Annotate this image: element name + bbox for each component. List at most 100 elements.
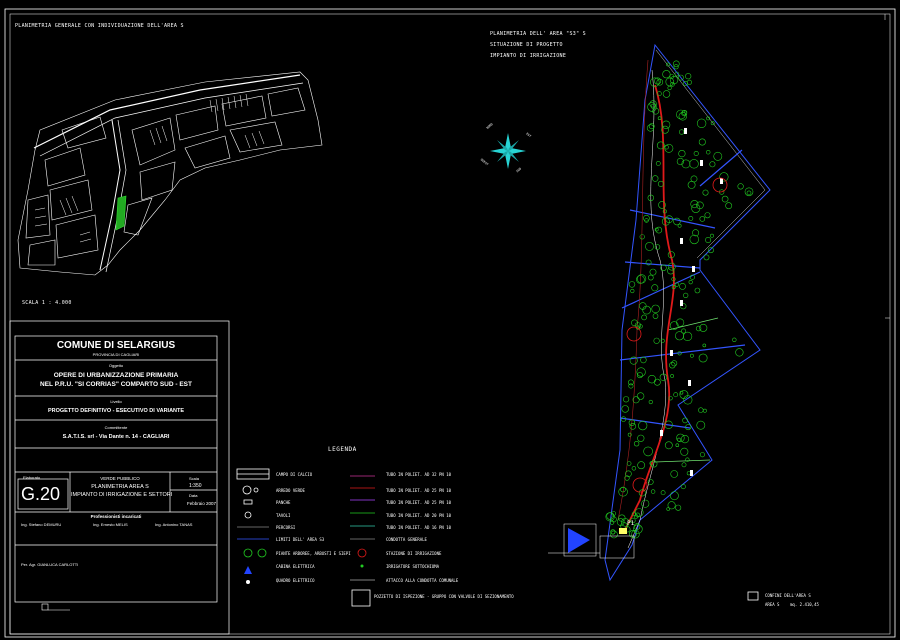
tree-93 [651, 284, 659, 292]
tree-144 [632, 396, 640, 404]
tree-165 [633, 441, 640, 447]
client-label: Committente [104, 425, 128, 430]
designer-1: Ing. Stefano DEMURU [21, 522, 62, 527]
municipality-name: COMUNE DI SELARGIUS [56, 340, 176, 351]
tree-3 [662, 70, 671, 79]
tree-197 [681, 462, 687, 468]
tree-49 [681, 159, 691, 169]
drawing-desc-1: VERDE PUBBLICO [100, 476, 140, 481]
tree-39 [705, 150, 711, 155]
benches [660, 128, 723, 476]
tree-115 [660, 338, 665, 343]
sector-legend-line-3: mq. 2.410,45 [790, 602, 819, 607]
tree-104 [660, 264, 667, 271]
tree-27 [648, 123, 655, 130]
tree-215 [635, 512, 640, 518]
tree-10 [674, 71, 680, 77]
tree-97 [636, 274, 647, 284]
tree-177 [624, 475, 630, 481]
tree-50 [655, 160, 661, 166]
tree-60 [689, 159, 699, 169]
tree-146 [628, 379, 634, 386]
tree-31 [676, 109, 686, 120]
tree-29 [696, 118, 707, 129]
tree-94 [636, 275, 645, 284]
tree-14 [650, 103, 656, 109]
tree-114 [690, 353, 694, 358]
tree-208 [618, 514, 626, 522]
legend-item-right-5: CONDOTTA GENERALE [386, 537, 427, 542]
tree-193 [666, 507, 671, 511]
tree-127 [699, 323, 708, 332]
object-line-1: OPERE DI URBANIZZAZIONE PRIMARIA [53, 372, 179, 379]
tree-22 [678, 129, 685, 135]
tree-19 [662, 90, 671, 98]
tree-71 [705, 237, 712, 244]
tree-13 [678, 74, 684, 81]
tree-86 [644, 218, 649, 223]
tree-54 [658, 201, 666, 209]
general-plan-map [17, 71, 323, 276]
tree-16 [669, 75, 679, 85]
tree-138 [622, 396, 630, 403]
tree-5 [657, 91, 662, 96]
tree-139 [668, 396, 673, 401]
scale-value: 1:350 [189, 483, 202, 489]
tree-175 [685, 457, 690, 462]
tree-65 [746, 190, 752, 196]
tree-141 [636, 372, 643, 379]
pump-symbol[interactable] [619, 528, 627, 534]
tree-118 [702, 343, 707, 348]
tree-37 [706, 116, 711, 121]
tree-171 [676, 433, 685, 443]
north-arrow-compass [490, 133, 526, 169]
tree-51 [676, 157, 685, 166]
designers-label: Professionisti incaricati [90, 514, 142, 519]
tree-70 [654, 244, 661, 250]
area-plan-title-2: SITUAZIONE DI PROGETTO [490, 42, 563, 48]
tree-163 [680, 435, 690, 444]
tree-20 [685, 73, 692, 80]
tree-78 [704, 212, 711, 219]
tree-137 [653, 378, 661, 386]
tree-80 [645, 241, 654, 251]
object-line-2: NEL P.R.U. "SI CORRIAS" COMPARTO SUD - E… [40, 381, 192, 388]
tree-161 [675, 443, 680, 448]
tree-142 [679, 390, 689, 399]
pump-label: P1 [627, 520, 635, 527]
tree-148 [621, 405, 629, 413]
area-s-highlight [115, 195, 127, 231]
legend-item-left-5: LIMITI DELL' AREA S3 [276, 537, 325, 542]
tree-155 [703, 408, 707, 413]
tree-77 [692, 229, 700, 237]
tree-184 [675, 504, 682, 511]
pump-station-box [599, 535, 635, 559]
tree-128 [675, 318, 685, 327]
tree-119 [652, 313, 659, 319]
tree-76 [662, 209, 667, 214]
area-s3-boundary [604, 43, 771, 582]
drawing-desc-3: IMPIANTO DI IRRIGAZIONE E SETTORI [71, 492, 173, 498]
legend-item-right-7: IRRIGATORE SOTTOCHIOMA [386, 564, 439, 569]
tree-99 [688, 280, 693, 285]
tree-194 [618, 487, 628, 497]
tree-158 [627, 432, 632, 437]
tree-73 [667, 251, 675, 259]
tree-90 [683, 292, 689, 299]
electrical-cabin[interactable] [568, 528, 590, 553]
tree-91 [667, 262, 676, 271]
tree-172 [664, 420, 673, 429]
tree-120 [631, 319, 638, 327]
tree-189 [670, 491, 679, 501]
tree-167 [638, 421, 648, 431]
legend-item-left-2: PANCHE [276, 500, 291, 505]
tree-88 [647, 274, 654, 281]
tree-1 [656, 78, 664, 86]
tree-179 [625, 470, 632, 478]
tree-6 [670, 82, 675, 87]
tree-106 [667, 267, 675, 275]
tree-157 [628, 419, 636, 426]
tree-67 [677, 223, 682, 228]
designer-3: Ing. Antonino TANAS [155, 522, 193, 527]
